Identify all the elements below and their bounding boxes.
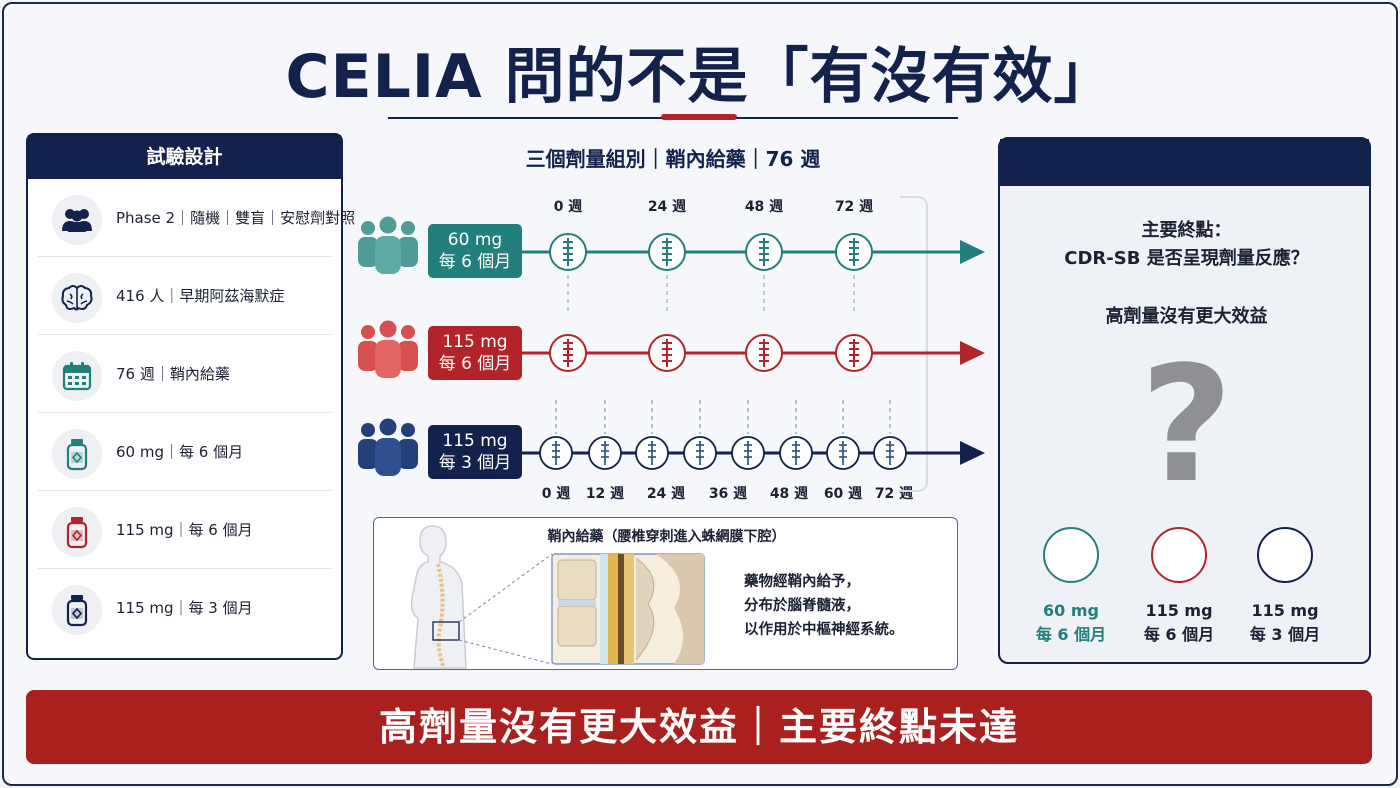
page-title: CELIA 問的不是「有沒有效」 (285, 42, 1115, 112)
design-item: 115 mg｜每 6 個月 (38, 491, 331, 569)
design-item-text: 416 人｜早期阿茲海默症 (116, 287, 285, 305)
description-line: 分布於腦脊髓液， (744, 598, 860, 614)
week-label: 48 週 (744, 199, 784, 215)
vial-icon (52, 507, 102, 557)
calendar-icon (52, 351, 102, 401)
design-item-text: 115 mg｜每 6 個月 (116, 521, 253, 539)
week-label: 12 週 (585, 486, 625, 502)
week-label: 60 週 (823, 486, 863, 502)
arms-subheading: 三個劑量組別｜鞘內給藥｜76 週 (525, 147, 821, 171)
description-line: 藥物經鞘內給予， (744, 574, 860, 590)
group-label: 115 mg 每 3 個月 (1230, 599, 1340, 647)
vial-icon (52, 585, 102, 635)
people-icon (358, 320, 418, 378)
description-line: 以作用於中樞神經系統。 (744, 622, 904, 638)
brain-icon (52, 273, 102, 323)
design-item-text: Phase 2｜隨機｜雙盲｜安慰劑對照 (116, 209, 356, 227)
endpoint-finding: 高劑量沒有更大效益 (1105, 306, 1268, 327)
people-icon (358, 216, 418, 274)
dose-box: 115 mg 每 6 個月 (428, 326, 522, 380)
dose-frequency: 每 6 個月 (438, 354, 512, 374)
group-frequency: 每 6 個月 (1035, 625, 1107, 644)
group-dose: 60 mg (1043, 601, 1099, 620)
illustration-title: 鞘內給藥（腰椎穿刺進入蛛網膜下腔） (547, 529, 786, 545)
dose-box: 115 mg 每 3 個月 (428, 425, 522, 479)
week-label: 72 週 (834, 199, 874, 215)
spine-anatomy-illustration (410, 525, 705, 669)
conclusion-banner: 高劑量沒有更大效益｜主要終點未達 (26, 690, 1372, 764)
group-dose: 115 mg (1251, 601, 1319, 620)
design-item-text: 115 mg｜每 3 個月 (116, 599, 253, 617)
intrathecal-illustration-box: 鞘內給藥（腰椎穿刺進入蛛網膜下腔） 藥物經鞘內給予， 分布於腦脊髓液， 以作用於… (373, 517, 958, 670)
group-frequency: 每 3 個月 (1249, 625, 1321, 644)
timeline-bracket (900, 196, 928, 492)
title-accent-bar (661, 114, 737, 120)
question-mark-icon: ? (1140, 331, 1233, 518)
endpoint-label: 主要終點： (1141, 220, 1232, 241)
design-item: 115 mg｜每 3 個月 (38, 569, 331, 647)
group-circle (1257, 527, 1313, 583)
illustration-description: 藥物經鞘內給予， 分布於腦脊髓液， 以作用於中樞神經系統。 (744, 570, 904, 642)
timeline-arm-115mg-6m (522, 334, 985, 372)
design-item-text: 60 mg｜每 6 個月 (116, 443, 244, 461)
endpoint-question: CDR-SB 是否呈現劑量反應？ (1064, 248, 1309, 269)
dose-box: 60 mg 每 6 個月 (428, 224, 522, 278)
week-label: 24 週 (647, 199, 687, 215)
design-item-text: 76 週｜鞘內給藥 (116, 365, 230, 383)
trial-design-header: 試驗設計 (28, 135, 341, 179)
week-label: 0 週 (553, 199, 583, 215)
week-label: 48 週 (769, 486, 809, 502)
design-item: 416 人｜早期阿茲海默症 (38, 257, 331, 335)
people-icon (358, 418, 418, 476)
dose-frequency: 每 3 個月 (438, 453, 512, 473)
endpoint-panel-header (1000, 139, 1369, 186)
timeline-arm-115mg-3m (522, 400, 985, 470)
design-item: 60 mg｜每 6 個月 (38, 413, 331, 491)
dose-frequency: 每 6 個月 (438, 252, 512, 272)
group-frequency: 每 6 個月 (1143, 625, 1215, 644)
group-dose: 115 mg (1145, 601, 1213, 620)
dose-amount: 115 mg (442, 431, 508, 451)
week-label: 36 週 (708, 486, 748, 502)
dose-amount: 115 mg (442, 332, 508, 352)
trial-design-panel: 試驗設計 Phase 2｜隨機｜雙盲｜安慰劑對照 416 人｜早期阿茲海默症 7… (26, 133, 355, 660)
week-label: 0 週 (541, 486, 571, 502)
design-item: 76 週｜鞘內給藥 (38, 335, 331, 413)
primary-endpoint-panel: 主要終點： CDR-SB 是否呈現劑量反應？ 高劑量沒有更大效益 ? 60 mg… (998, 137, 1371, 664)
group-circle (1151, 527, 1207, 583)
group-circle (1043, 527, 1099, 583)
group-label: 60 mg 每 6 個月 (1016, 599, 1126, 647)
vial-icon (52, 429, 102, 479)
timeline-arm-60mg (522, 233, 985, 313)
group-label: 115 mg 每 6 個月 (1124, 599, 1234, 647)
week-label: 24 週 (646, 486, 686, 502)
design-item: Phase 2｜隨機｜雙盲｜安慰劑對照 (38, 179, 355, 257)
dose-amount: 60 mg (447, 230, 503, 250)
people-icon (52, 195, 102, 245)
